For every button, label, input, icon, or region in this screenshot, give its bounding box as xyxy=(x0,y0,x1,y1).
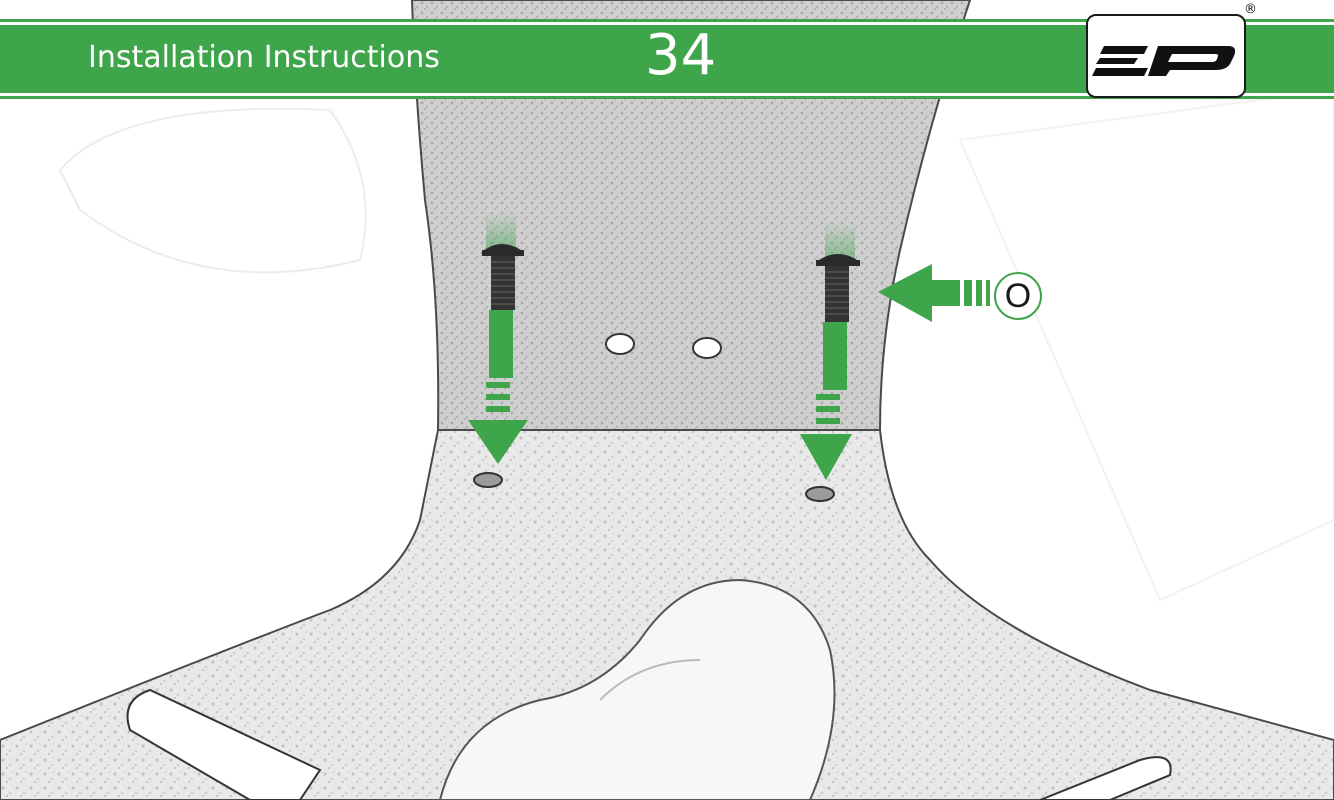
callout-label-text: O xyxy=(1005,279,1031,313)
callout-label: O xyxy=(994,272,1042,320)
brand-logo xyxy=(1086,14,1246,98)
page-number: 34 xyxy=(645,26,716,86)
mount-hole-left xyxy=(474,473,502,487)
upright-hole xyxy=(606,334,634,354)
upright-hole xyxy=(693,338,721,358)
page-title: Installation Instructions xyxy=(88,38,440,78)
registered-mark: ® xyxy=(1244,2,1257,17)
ep-logo-icon xyxy=(1088,16,1244,96)
mount-hole-right xyxy=(806,487,834,501)
